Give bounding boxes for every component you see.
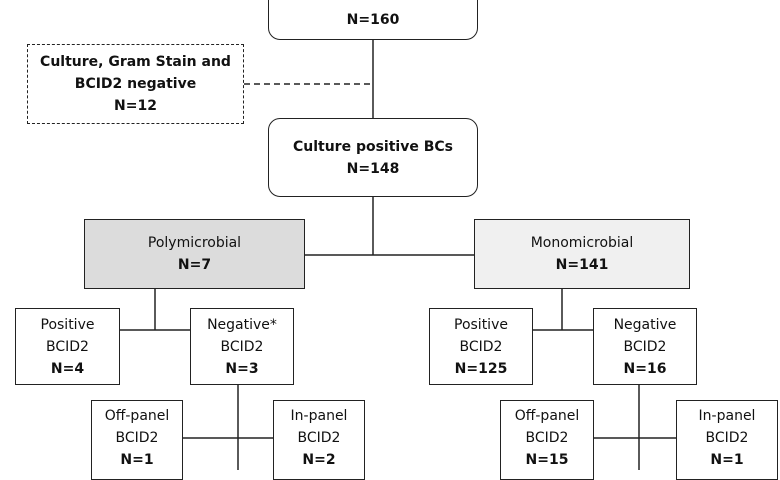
poly-in-panel-line2: BCID2 xyxy=(297,430,341,446)
mono-off-panel-count: N=15 xyxy=(525,452,569,468)
mono-negative-line2: BCID2 xyxy=(623,338,667,355)
mono-positive-bcid2-box: Positive BCID2 N=125 xyxy=(429,308,533,385)
mono-off-panel-line1: Off-panel xyxy=(514,408,580,424)
monomicrobial-count: N=141 xyxy=(555,257,609,273)
poly-negative-count: N=3 xyxy=(225,360,259,377)
monomicrobial-box: Monomicrobial N=141 xyxy=(474,219,690,289)
monomicrobial-label: Monomicrobial xyxy=(530,235,634,251)
mono-in-panel-line2: BCID2 xyxy=(705,430,749,446)
poly-positive-line1: Positive xyxy=(40,316,95,333)
poly-in-panel-line1: In-panel xyxy=(290,408,348,424)
polymicrobial-box: Polymicrobial N=7 xyxy=(84,219,305,289)
poly-positive-bcid2-box: Positive BCID2 N=4 xyxy=(15,308,120,385)
poly-negative-line2: BCID2 xyxy=(220,338,264,355)
poly-in-panel-box: In-panel BCID2 N=2 xyxy=(273,400,365,480)
culture-positive-count: N=148 xyxy=(346,160,400,177)
mono-in-panel-count: N=1 xyxy=(710,452,744,468)
total-blood-cultures-box: N=160 xyxy=(268,0,478,40)
poly-positive-count: N=4 xyxy=(50,360,85,377)
excluded-line1: Culture, Gram Stain and xyxy=(40,54,231,70)
mono-negative-bcid2-box: Negative BCID2 N=16 xyxy=(593,308,697,385)
poly-off-panel-count: N=1 xyxy=(120,452,154,468)
total-count: N=160 xyxy=(346,12,400,28)
poly-off-panel-box: Off-panel BCID2 N=1 xyxy=(91,400,183,480)
mono-in-panel-box: In-panel BCID2 N=1 xyxy=(676,400,778,480)
poly-positive-line2: BCID2 xyxy=(46,338,89,355)
poly-negative-line1: Negative* xyxy=(207,316,277,333)
excluded-negative-box: Culture, Gram Stain and BCID2 negative N… xyxy=(27,44,244,124)
poly-off-panel-line1: Off-panel xyxy=(104,408,170,424)
mono-positive-count: N=125 xyxy=(454,360,508,377)
mono-positive-line2: BCID2 xyxy=(459,338,503,355)
poly-negative-bcid2-box: Negative* BCID2 N=3 xyxy=(190,308,294,385)
mono-off-panel-box: Off-panel BCID2 N=15 xyxy=(500,400,594,480)
poly-in-panel-count: N=2 xyxy=(302,452,336,468)
culture-positive-label: Culture positive BCs xyxy=(292,138,453,155)
excluded-line2: BCID2 negative xyxy=(74,76,197,92)
mono-negative-count: N=16 xyxy=(623,360,667,377)
mono-in-panel-line1: In-panel xyxy=(698,408,756,424)
poly-off-panel-line2: BCID2 xyxy=(115,430,159,446)
mono-off-panel-line2: BCID2 xyxy=(525,430,569,446)
excluded-count: N=12 xyxy=(114,98,157,114)
polymicrobial-label: Polymicrobial xyxy=(147,235,242,251)
mono-negative-line1: Negative xyxy=(613,316,677,333)
polymicrobial-count: N=7 xyxy=(177,257,212,273)
mono-positive-line1: Positive xyxy=(454,316,508,333)
connector-lines xyxy=(120,40,676,470)
culture-positive-box: Culture positive BCs N=148 xyxy=(268,118,478,197)
